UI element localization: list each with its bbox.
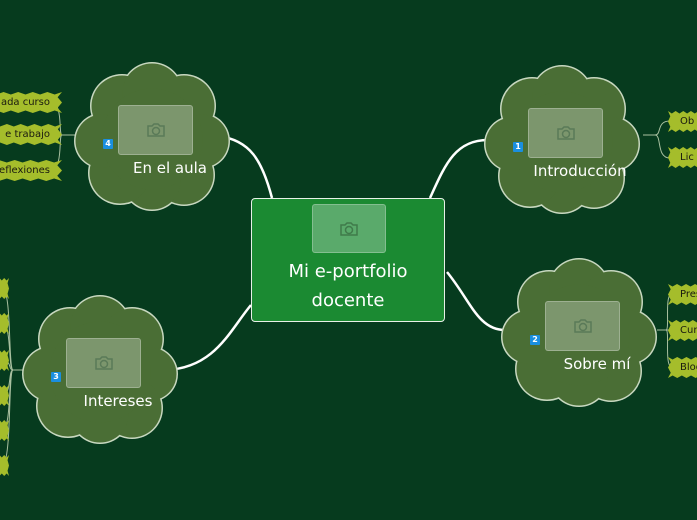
camera-icon: [94, 356, 113, 370]
camera-icon: [573, 319, 592, 333]
topic-sobre-mi[interactable]: 2 Sobre mí: [499, 257, 659, 407]
subtopic-intereses[interactable]: [0, 455, 9, 476]
topic-label: En el aula: [133, 159, 207, 177]
topic-number-badge: 1: [513, 142, 523, 152]
topic-number-badge: 4: [103, 139, 113, 149]
subtopic-intereses[interactable]: [0, 385, 9, 406]
image-placeholder[interactable]: [118, 105, 193, 155]
subtopic-sobre-mi[interactable]: Cur: [668, 320, 697, 341]
topic-en-el-aula[interactable]: 4 En el aula: [72, 61, 232, 211]
camera-icon: [146, 123, 165, 137]
subtopic-sobre-mi[interactable]: Pres: [668, 284, 697, 305]
image-placeholder[interactable]: [545, 301, 620, 351]
topic-number-badge: 3: [51, 372, 61, 382]
image-placeholder[interactable]: [528, 108, 603, 158]
subtopic-intereses[interactable]: [0, 278, 9, 299]
central-title-line1: Mi e-portfolio: [288, 261, 408, 282]
subtopic-intereses[interactable]: [0, 350, 9, 371]
cloud-shape: [74, 62, 230, 211]
camera-icon: [556, 126, 575, 140]
subtopic-intereses[interactable]: [0, 313, 9, 334]
cloud-shape: [501, 258, 657, 407]
central-topic[interactable]: Mi e-portfolio docente: [251, 198, 445, 322]
subtopic-sobre-mi[interactable]: Blog: [668, 357, 697, 378]
image-placeholder[interactable]: [312, 204, 386, 253]
subtopic-en-el-aula[interactable]: reflexiones: [0, 160, 62, 181]
subtopic-en-el-aula[interactable]: ada curso: [0, 92, 62, 113]
topic-label: Sobre mí: [563, 355, 631, 373]
subtopic-en-el-aula[interactable]: e trabajo: [0, 124, 62, 145]
topic-label: Introducción: [533, 162, 627, 180]
topic-number-badge: 2: [530, 335, 540, 345]
topic-introduccion[interactable]: 1 Introducción: [482, 64, 642, 214]
topic-label: Intereses: [83, 392, 153, 410]
cloud-shape: [22, 295, 178, 444]
cloud-shape: [484, 65, 640, 214]
image-placeholder[interactable]: [66, 338, 141, 388]
subtopic-intereses[interactable]: [0, 420, 9, 441]
subtopic-introduccion[interactable]: Lic: [668, 147, 697, 168]
central-title-line2: docente: [311, 290, 385, 311]
subtopic-introduccion[interactable]: Ob: [668, 111, 697, 132]
camera-icon: [340, 221, 358, 236]
topic-intereses[interactable]: 3 Intereses: [20, 294, 180, 444]
